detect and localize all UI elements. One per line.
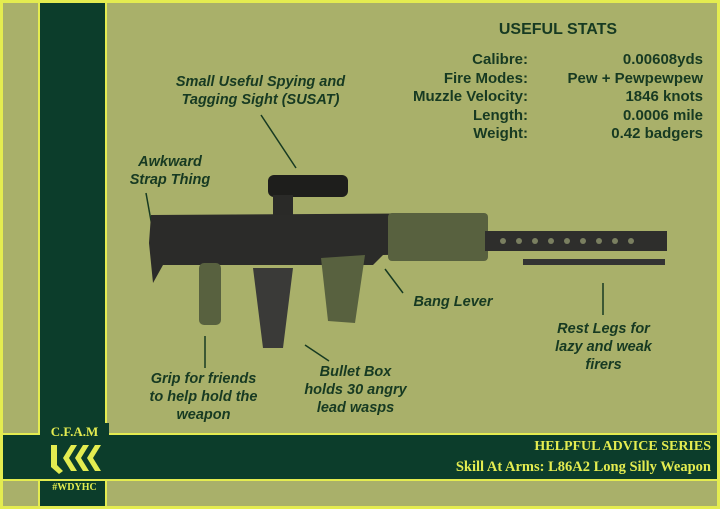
susat-sight (268, 175, 348, 197)
stat-row: Weight:0.42 badgers (473, 125, 703, 142)
pistol-grip (321, 255, 365, 323)
stat-row: Muzzle Velocity:1846 knots (412, 88, 703, 105)
vertical-stripe (38, 3, 107, 506)
infographic: USEFUL STATS Calibre:0.00608yds Fire Mod… (3, 3, 717, 506)
stats-table: Calibre:0.00608yds Fire Modes:Pew + Pewp… (393, 51, 703, 144)
rifle-illustration (145, 114, 667, 368)
chevron-logo-icon (50, 445, 101, 474)
magazine (253, 268, 293, 348)
foregrip (199, 263, 221, 325)
label-trigger: Bang Lever (413, 294, 493, 310)
stats-title: USEFUL STATS (498, 21, 618, 38)
stat-row: Length:0.0006 mile (473, 106, 703, 124)
bipod (523, 259, 665, 265)
footer-title: HELPFUL ADVICE SERIES Skill At Arms: L86… (455, 439, 711, 475)
stat-row: Fire Modes:Pew + Pewpewpew (443, 69, 703, 87)
footer-band (3, 433, 717, 481)
cfam-logo: C.F.A.M #WDYHC (40, 423, 109, 493)
rifle-body (149, 175, 667, 348)
stat-row: Calibre:0.00608yds (472, 51, 703, 68)
barrel (485, 231, 667, 251)
handguard (388, 213, 488, 261)
